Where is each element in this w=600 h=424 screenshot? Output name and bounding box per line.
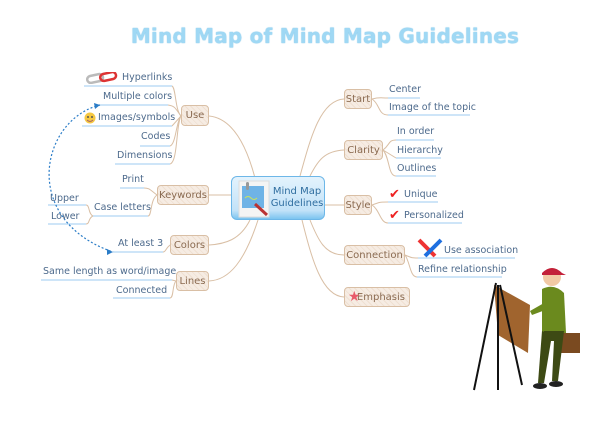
relationship-arrow (48, 104, 114, 253)
star-icon: ★ (348, 289, 361, 305)
leaf-center[interactable]: Center (389, 84, 421, 95)
leaf-dimensions[interactable]: Dimensions (117, 150, 173, 161)
leaf-personalized[interactable]: Personalized (404, 210, 464, 221)
painter-illustration (473, 268, 580, 391)
leaf-hierarchy[interactable]: Hierarchy (397, 145, 443, 156)
leaf-image-of-topic[interactable]: Image of the topic (389, 102, 476, 113)
leaf-upper[interactable]: Upper (50, 193, 79, 204)
branch-lines[interactable]: Lines (176, 271, 209, 291)
leaf-same-length[interactable]: Same length as word/image (43, 266, 177, 277)
notepad-icon (238, 180, 270, 218)
hyperlink-chain-icon (86, 72, 118, 84)
branch-connection[interactable]: Connection (344, 245, 405, 265)
smiley-icon (84, 112, 96, 124)
leaf-connected[interactable]: Connected (116, 285, 168, 296)
leaf-in-order[interactable]: In order (397, 126, 435, 137)
leaf-refine-relationship[interactable]: Refine relationship (418, 264, 507, 275)
checkmark-icon: ✔ (389, 208, 400, 223)
branch-clarity[interactable]: Clarity (344, 140, 383, 160)
checkmark-icon: ✔ (389, 187, 400, 202)
association-link-icon (417, 238, 443, 258)
leaf-hyperlinks[interactable]: Hyperlinks (122, 72, 173, 83)
leaf-lower[interactable]: Lower (51, 211, 80, 222)
branch-keywords[interactable]: Keywords (157, 185, 209, 205)
map-title: Mind Map of Mind Map Guidelines (130, 24, 520, 48)
emphasis-label: Emphasis (356, 291, 405, 303)
leaf-case-letters[interactable]: Case letters (94, 202, 151, 213)
leaf-images-symbols[interactable]: Images/symbols (98, 112, 176, 123)
branch-colors[interactable]: Colors (170, 235, 209, 255)
branch-use[interactable]: Use (181, 105, 209, 126)
leaf-print[interactable]: Print (122, 174, 144, 185)
branch-style[interactable]: Style (344, 195, 372, 215)
leaf-unique[interactable]: Unique (404, 189, 438, 200)
leaf-use-association[interactable]: Use association (444, 245, 519, 256)
leaf-multiple-colors[interactable]: Multiple colors (103, 91, 173, 102)
branch-start[interactable]: Start (344, 89, 372, 109)
leaf-at-least-3[interactable]: At least 3 (118, 238, 164, 249)
leaf-outlines[interactable]: Outlines (397, 163, 437, 174)
leaf-codes[interactable]: Codes (141, 131, 171, 142)
branch-emphasis[interactable]: ★ Emphasis (344, 287, 410, 307)
